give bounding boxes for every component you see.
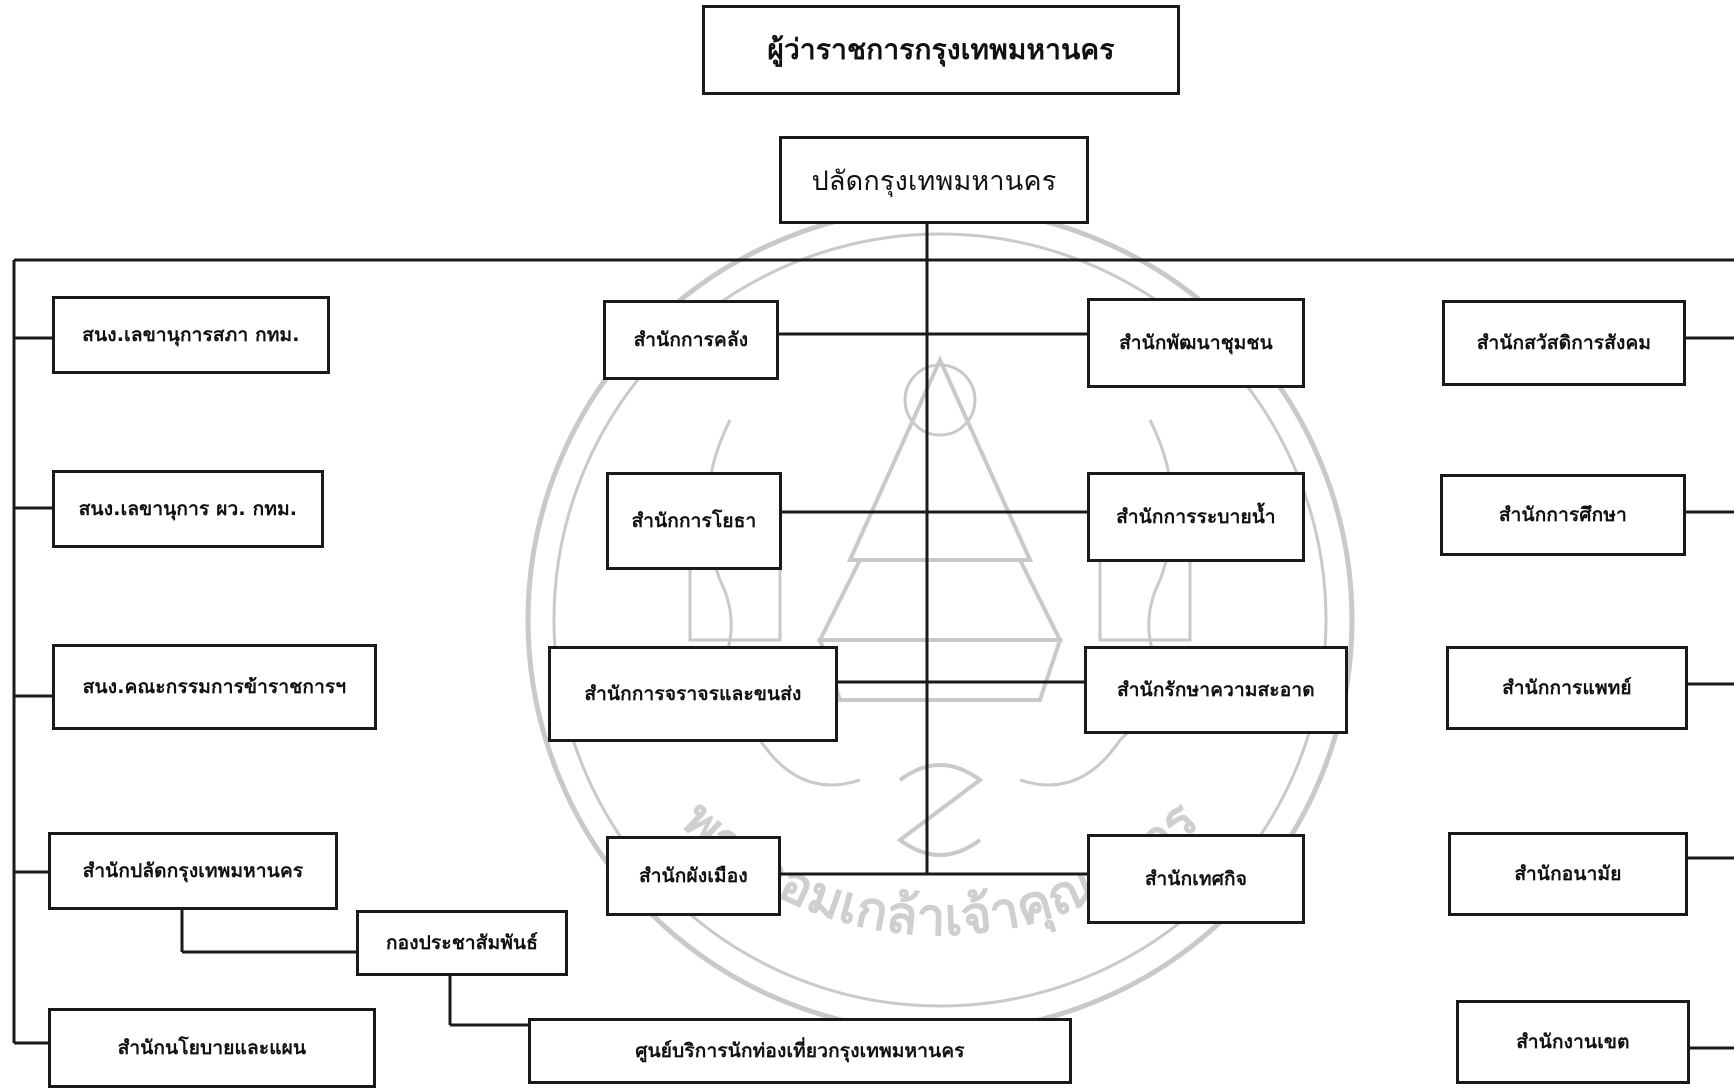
- node-medical-service: สำนักการแพทย์: [1446, 646, 1688, 730]
- node-education: สำนักการศึกษา: [1440, 474, 1686, 556]
- node-city-law-enforcement: สำนักเทศกิจ: [1087, 834, 1305, 924]
- node-public-works: สำนักการโยธา: [606, 472, 782, 570]
- node-health: สำนักอนามัย: [1448, 832, 1688, 916]
- node-district-office: สำนักงานเขต: [1456, 1000, 1690, 1084]
- node-policy-and-plan: สำนักนโยบายและแผน: [48, 1008, 376, 1088]
- node-tourist-service-center: ศูนย์บริการนักท่องเที่ยวกรุงเทพมหานคร: [528, 1018, 1072, 1084]
- node-city-planning: สำนักผังเมือง: [606, 836, 781, 916]
- node-governor-secretariat: สนง.เลขานุการ ผว. กทม.: [52, 470, 324, 548]
- node-finance: สำนักการคลัง: [603, 300, 779, 380]
- node-governor: ผู้ว่าราชการกรุงเทพมหานคร: [702, 5, 1180, 95]
- node-council-secretariat: สนง.เลขานุการสภา กทม.: [52, 296, 330, 374]
- node-social-welfare: สำนักสวัสดิการสังคม: [1442, 300, 1686, 386]
- node-traffic-transport: สำนักการจราจรและขนส่ง: [548, 646, 838, 742]
- node-environment-cleanliness: สำนักรักษาความสะอาด: [1084, 646, 1348, 734]
- node-community-development: สำนักพัฒนาชุมชน: [1087, 298, 1305, 388]
- node-public-relations: กองประชาสัมพันธ์: [356, 910, 568, 976]
- node-office-of-permanent-secretary: สำนักปลัดกรุงเทพมหานคร: [48, 832, 338, 910]
- node-civil-service-commission: สนง.คณะกรรมการข้าราชการฯ: [52, 644, 377, 730]
- node-drainage: สำนักการระบายน้ำ: [1087, 472, 1305, 562]
- node-permanent-secretary: ปลัดกรุงเทพมหานคร: [779, 136, 1089, 224]
